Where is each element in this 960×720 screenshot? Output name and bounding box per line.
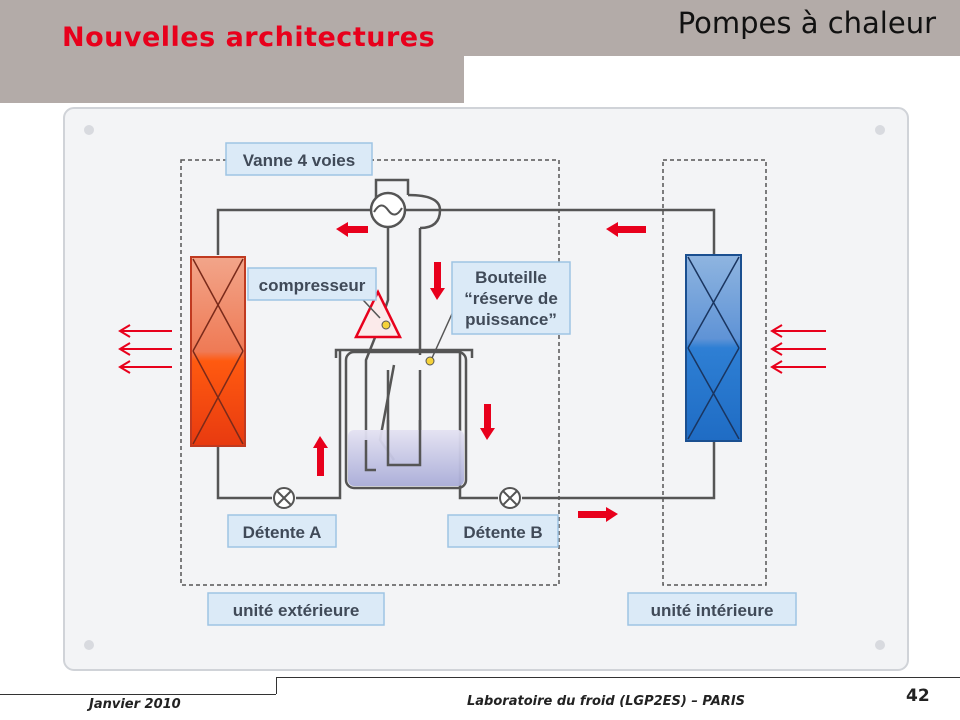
compressor-icon [353, 289, 403, 339]
heat-output-arrows-icon [118, 324, 172, 374]
footer-rule-left [0, 694, 276, 695]
label-expansion-a: Détente A [227, 514, 337, 548]
expansion-valve-a-icon [273, 487, 295, 509]
label-expansion-b-text: Détente B [463, 523, 542, 542]
refrigerant-circuit [216, 178, 716, 500]
label-indoor-unit: unité intérieure [627, 592, 797, 626]
flow-arrow-icon [578, 507, 618, 522]
heat-input-arrows-icon [770, 324, 826, 374]
label-outdoor-unit-text: unité extérieure [233, 601, 360, 620]
indoor-unit-boundary [662, 159, 767, 586]
label-expansion-a-text: Détente A [243, 523, 322, 542]
flow-arrow-icon [480, 404, 495, 440]
footer-rule-right [276, 677, 960, 678]
label-bottle: Bouteille “réserve de puissance” [451, 261, 571, 335]
footer-rule-step [276, 677, 277, 694]
four-way-valve-icon [369, 191, 407, 229]
slide-title: Nouvelles architectures [62, 22, 436, 53]
bottle-liquid [348, 430, 464, 486]
panel-screw-icon [875, 125, 885, 135]
label-compressor-text: compresseur [259, 276, 366, 295]
flow-arrow-icon [336, 222, 368, 237]
label-expansion-b: Détente B [447, 514, 559, 548]
panel-screw-icon [875, 640, 885, 650]
expansion-valve-b-icon [499, 487, 521, 509]
label-bottle-line2: “réserve de [464, 289, 558, 308]
flow-arrow-icon [430, 262, 445, 300]
label-valve-text: Vanne 4 voies [243, 151, 355, 170]
label-outdoor-unit: unité extérieure [207, 592, 385, 626]
hot-heat-exchanger [190, 256, 246, 447]
flow-arrow-icon [606, 222, 646, 237]
slide-category: Pompes à chaleur [677, 6, 936, 40]
label-bottle-line3: puissance” [465, 310, 557, 329]
footer-lab: Laboratoire du froid (LGP2ES) – PARIS [467, 694, 746, 709]
label-compressor: compresseur [247, 267, 377, 301]
cold-heat-exchanger [685, 254, 742, 442]
page-number: 42 [906, 686, 930, 706]
footer-date: Janvier 2010 [89, 697, 181, 712]
label-bottle-line1: Bouteille [475, 268, 547, 287]
title-banner-right [464, 0, 960, 56]
panel-screw-icon [84, 125, 94, 135]
label-indoor-unit-text: unité intérieure [651, 601, 774, 620]
panel-screw-icon [84, 640, 94, 650]
bottle-port-icon [425, 356, 435, 366]
flow-arrow-icon [313, 436, 328, 476]
label-valve: Vanne 4 voies [225, 142, 373, 176]
title-banner [0, 0, 464, 103]
